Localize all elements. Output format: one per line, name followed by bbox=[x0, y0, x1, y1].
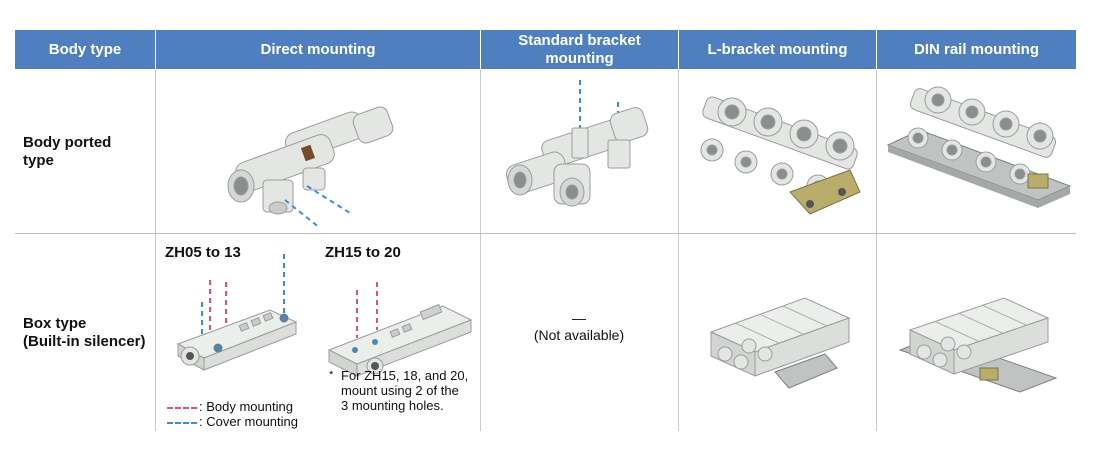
standard-bracket-not-available: — (Not available) bbox=[480, 310, 678, 344]
row-label-body-ported-2: type bbox=[23, 152, 54, 169]
row-label-box-type-2: (Built-in silencer) bbox=[23, 333, 146, 350]
legend-body-mounting: : Body mounting bbox=[167, 399, 293, 414]
note-line-3: 3 mounting holes. bbox=[341, 398, 444, 413]
header-lbracket-label: L-bracket mounting bbox=[707, 40, 848, 58]
box-manifold-l-bracket-image bbox=[709, 297, 851, 389]
row-label-body-ported: Body ported type bbox=[23, 134, 111, 170]
header-body-type-label: Body type bbox=[48, 40, 122, 58]
header-standard-label-1: Standard bracket bbox=[518, 31, 641, 49]
note-line-2: mount using 2 of the bbox=[341, 383, 459, 398]
not-available-dash: — bbox=[572, 310, 586, 326]
not-available-text: (Not available) bbox=[533, 327, 625, 343]
header-divider bbox=[876, 30, 877, 69]
legend-cover-mounting: : Cover mounting bbox=[167, 414, 298, 429]
row-label-body-ported-1: Body ported bbox=[23, 134, 112, 151]
note-asterisk: * bbox=[329, 369, 334, 381]
header-body-type: Body type bbox=[15, 30, 155, 69]
note-line-1: For ZH15, 18, and 20, bbox=[341, 368, 469, 383]
row-label-box-type: Box type (Built-in silencer) bbox=[23, 315, 146, 351]
box-ejector-zh15-20-image bbox=[327, 282, 473, 377]
column-divider bbox=[876, 30, 877, 431]
legend-body-label: : Body mounting bbox=[199, 399, 293, 414]
legend-cover-label: : Cover mounting bbox=[199, 414, 298, 429]
header-direct-mounting: Direct mounting bbox=[156, 30, 480, 69]
header-direct-label: Direct mounting bbox=[260, 40, 376, 58]
manifold-l-bracket-image bbox=[700, 96, 861, 215]
manifold-din-rail-image bbox=[886, 86, 1072, 208]
header-divider bbox=[678, 30, 679, 69]
ejector-standard-bracket-image bbox=[505, 80, 649, 207]
box-ejector-zh05-13-image bbox=[176, 254, 298, 371]
column-divider bbox=[155, 30, 156, 431]
pink-dash-line-icon bbox=[167, 406, 197, 409]
box-manifold-din-rail-image bbox=[898, 297, 1058, 393]
row-divider bbox=[15, 233, 1076, 234]
model-label-zh15-20: ZH15 to 20 bbox=[325, 244, 401, 261]
header-divider bbox=[155, 30, 156, 69]
column-divider bbox=[480, 30, 481, 431]
model-label-zh05-13: ZH05 to 13 bbox=[165, 244, 241, 261]
header-divider bbox=[480, 30, 481, 69]
column-divider bbox=[678, 30, 679, 431]
blue-dash-line-icon bbox=[167, 421, 197, 424]
header-standard-label-2: mounting bbox=[545, 49, 614, 67]
mounting-table: Body type Direct mounting Standard brack… bbox=[15, 30, 1076, 431]
ejector-direct-mount-image bbox=[227, 106, 394, 229]
zh15-20-mounting-note: * For ZH15, 18, and 20, mount using 2 of… bbox=[329, 368, 468, 413]
row-label-box-type-1: Box type bbox=[23, 315, 87, 332]
header-din-rail: DIN rail mounting bbox=[877, 30, 1076, 69]
header-din-label: DIN rail mounting bbox=[914, 40, 1039, 58]
header-l-bracket: L-bracket mounting bbox=[679, 30, 876, 69]
